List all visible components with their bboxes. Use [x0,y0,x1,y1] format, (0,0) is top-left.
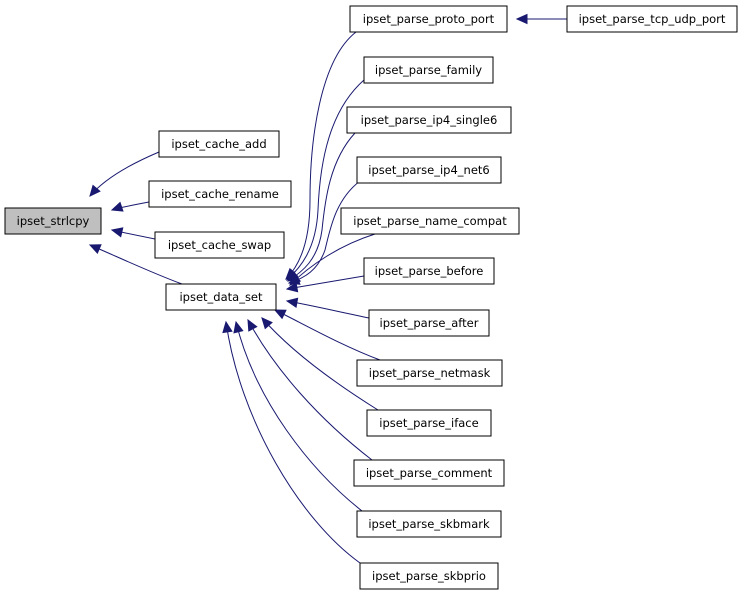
arrowhead [233,320,244,334]
edge-iface-to-data_set [261,317,379,411]
edge-skbmark-to-data_set [233,320,363,512]
node-label: ipset_parse_ip4_net6 [368,163,489,177]
node-ip4-net6[interactable]: ipset_parse_ip4_net6 [356,156,502,184]
edge-cache_rename-to-strlcpy [110,201,150,212]
node-label: ipset_strlcpy [17,214,90,228]
node-box [148,180,292,208]
edge-tcp_udp_port-to-proto_port [515,13,567,25]
edge-line [261,317,379,411]
edge-after-to-data_set [285,297,370,319]
edge-line [285,31,357,280]
node-box [356,156,502,184]
arrowhead [261,317,273,330]
node-family[interactable]: ipset_parse_family [363,56,494,84]
node-label: ipset_parse_comment [366,466,493,480]
node-box [363,56,494,84]
node-before[interactable]: ipset_parse_before [363,257,495,285]
edge-line [288,180,361,284]
node-label: ipset_cache_add [171,137,266,151]
arrowhead [110,201,124,212]
node-box [366,409,492,437]
node-tcp-udp-port[interactable]: ipset_parse_tcp_udp_port [566,5,738,33]
node-label: ipset_parse_tcp_udp_port [579,12,726,26]
arrowhead [88,244,102,254]
edge-line [286,300,370,319]
node-box [368,309,490,337]
edge-line [225,321,361,564]
edge-before-to-data_set [285,275,365,293]
node-box [363,257,495,285]
node-label: ipset_parse_after [380,316,479,330]
node-label: ipset_data_set [179,290,263,304]
edge-line [247,319,373,461]
arrowhead [110,227,124,238]
node-label: ipset_parse_proto_port [363,12,495,26]
node-box [346,106,512,134]
edge-netmask-to-data_set [273,309,381,361]
node-label: ipset_parse_netmask [369,366,491,380]
arrowhead [273,309,287,320]
node-label: ipset_parse_iface [379,416,478,430]
node-label: ipset_parse_skbmark [368,517,490,531]
arrowhead [89,184,101,197]
node-skbprio[interactable]: ipset_parse_skbprio [359,562,499,590]
node-after[interactable]: ipset_parse_after [368,309,490,337]
node-label: ipset_parse_ip4_single6 [361,113,498,127]
node-label: ipset_parse_skbprio [372,569,486,583]
edge-cache_add-to-strlcpy [89,151,160,197]
node-iface[interactable]: ipset_parse_iface [366,409,492,437]
node-strlcpy[interactable]: ipset_strlcpy [4,207,102,235]
arrowhead [247,318,258,332]
edge-cache_swap-to-strlcpy [110,227,156,240]
node-cache-rename[interactable]: ipset_cache_rename [148,180,292,208]
node-label: ipset_parse_before [375,264,484,278]
node-box [356,510,502,538]
node-name-compat[interactable]: ipset_parse_name_compat [340,207,520,235]
node-box [359,562,499,590]
arrowhead [285,297,299,308]
node-cache-swap[interactable]: ipset_cache_swap [154,231,285,259]
arrowhead [285,282,299,293]
edge-line [287,132,356,282]
node-label: ipset_cache_rename [161,187,279,201]
node-box [340,207,520,235]
node-box [356,359,503,387]
edge-proto_port-to-data_set [285,31,357,280]
node-box [353,459,505,487]
node-label: ipset_parse_name_compat [353,214,507,228]
node-cache-add[interactable]: ipset_cache_add [158,130,280,158]
node-label: ipset_cache_swap [168,238,271,252]
arrowhead [515,13,528,25]
node-box [4,207,102,235]
node-label: ipset_parse_family [375,63,482,77]
edge-data_set-to-strlcpy [88,244,183,285]
node-box [349,5,508,33]
node-box [566,5,738,33]
edge-line [286,79,365,281]
node-proto-port[interactable]: ipset_parse_proto_port [349,5,508,33]
node-netmask[interactable]: ipset_parse_netmask [356,359,503,387]
node-comment[interactable]: ipset_parse_comment [353,459,505,487]
node-box [165,283,277,311]
node-data-set[interactable]: ipset_data_set [165,283,277,311]
node-box [154,231,285,259]
edge-line [235,321,363,512]
edge-skbprio-to-data_set [222,320,361,564]
node-skbmark[interactable]: ipset_parse_skbmark [356,510,502,538]
node-box [158,130,280,158]
edge-comment-to-data_set [247,318,373,461]
arrowhead [222,320,233,334]
node-ip4-single6[interactable]: ipset_parse_ip4_single6 [346,106,512,134]
